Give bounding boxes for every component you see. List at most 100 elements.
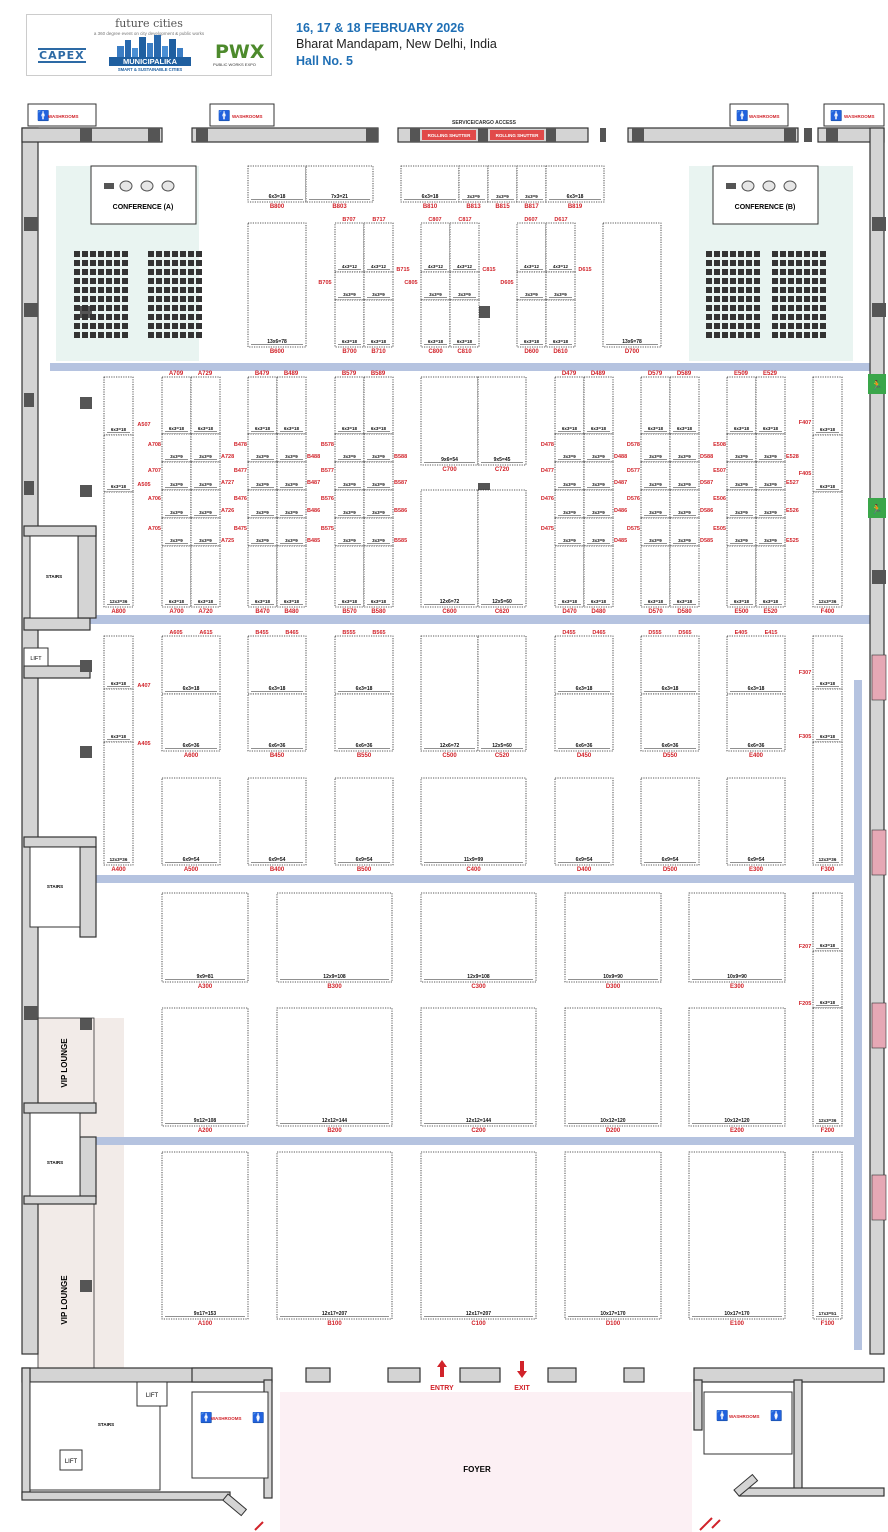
booth[interactable]: 6x3=18 — [334, 376, 365, 435]
booth[interactable]: 3x3=9 — [161, 433, 192, 463]
lift-left[interactable]: LIFT — [23, 647, 49, 667]
booth[interactable]: 6x3=18 — [812, 434, 843, 493]
booth[interactable]: 3x3=9 — [726, 489, 757, 519]
booth[interactable]: 3x3=9 — [334, 489, 365, 519]
booth[interactable]: 6x3=18 — [276, 376, 307, 435]
stairs-upper[interactable]: STAIRS — [29, 535, 79, 619]
booth[interactable]: 6x3=18 — [583, 376, 614, 435]
washroom-bottom-right[interactable]: 🚹 WASHROOMS 🚺 — [703, 1391, 793, 1455]
booth[interactable]: 6x3=18 — [103, 635, 134, 690]
booth[interactable]: 3x3=9 — [363, 461, 394, 491]
booth[interactable]: 3x3=9 — [640, 461, 671, 491]
booth[interactable]: 6x3=18 — [161, 635, 221, 695]
booth[interactable]: 6x3=18 — [755, 376, 786, 435]
booth[interactable]: 6x3=18 — [640, 635, 700, 695]
booth[interactable]: 3x3=9 — [276, 489, 307, 519]
booth[interactable]: 3x3=9 — [247, 433, 278, 463]
booth[interactable]: 3x3=9 — [554, 517, 585, 547]
booth[interactable]: 3x3=9 — [363, 517, 394, 547]
booth[interactable]: 6x3=18 — [554, 376, 585, 435]
booth[interactable]: 6x3=18 — [669, 376, 700, 435]
booth[interactable]: 3x3=9 — [363, 271, 394, 301]
booth[interactable]: 4x3=12 — [545, 222, 576, 273]
booth[interactable]: 6x3=18 — [726, 635, 786, 695]
booth[interactable]: 3x3=9 — [669, 517, 700, 547]
booth[interactable]: 3x3=9 — [334, 433, 365, 463]
washroom-top-right[interactable]: 🚹 WASHROOMS — [729, 103, 789, 127]
washroom-top-far-right[interactable]: 🚹 WASHROOMS — [823, 103, 885, 127]
booth[interactable]: 6x3=18 — [812, 892, 843, 952]
booth[interactable]: 3x3=9 — [554, 461, 585, 491]
booth[interactable]: 6x3=18 — [640, 376, 671, 435]
booth[interactable]: 6x3=18 — [363, 376, 394, 435]
booth[interactable]: 4x3=12 — [449, 222, 480, 273]
exit-marker[interactable]: EXIT — [514, 1361, 531, 1392]
booth[interactable]: 3x3=9 — [161, 517, 192, 547]
booth[interactable]: 3x3=9 — [669, 433, 700, 463]
booth[interactable]: 4x3=12 — [420, 222, 451, 273]
booth[interactable]: 6x3=18 — [190, 376, 221, 435]
lift-bottom-1[interactable]: LIFT — [136, 1381, 168, 1407]
booth[interactable]: 6x3=18 — [103, 434, 134, 493]
booth[interactable]: 6x3=18 — [161, 376, 192, 435]
booth[interactable]: 3x3=9 — [554, 433, 585, 463]
booth[interactable]: 3x3=9 — [247, 461, 278, 491]
washroom-top-center[interactable]: 🚹 WASHROOMS — [209, 103, 275, 127]
stairs-middle[interactable]: STAIRS — [29, 846, 81, 928]
booth[interactable]: 3x3=9 — [420, 271, 451, 301]
booth[interactable]: 6x3=18 — [812, 635, 843, 690]
booth[interactable]: 4x3=12 — [516, 222, 547, 273]
booth[interactable]: 3x3=9 — [161, 461, 192, 491]
booth[interactable]: 6x3=18 — [334, 635, 394, 695]
booth[interactable]: 3x3=9 — [334, 517, 365, 547]
booth[interactable]: 6x3=18 — [103, 376, 134, 436]
booth[interactable]: 3x3=9 — [247, 489, 278, 519]
booth[interactable]: 3x3=9 — [583, 517, 614, 547]
conference-b[interactable]: CONFERENCE (B) — [712, 165, 819, 225]
booth[interactable]: 6x3=18 — [103, 688, 134, 743]
booth[interactable]: 6x3=18 — [247, 376, 278, 435]
booth[interactable]: 6x3=18 — [812, 950, 843, 1009]
washroom-bottom-left[interactable]: 🚹 WASHROOMS 🚺 — [191, 1391, 269, 1479]
booth[interactable]: 3x3=9 — [247, 517, 278, 547]
booth[interactable]: 3x3=9 — [276, 517, 307, 547]
